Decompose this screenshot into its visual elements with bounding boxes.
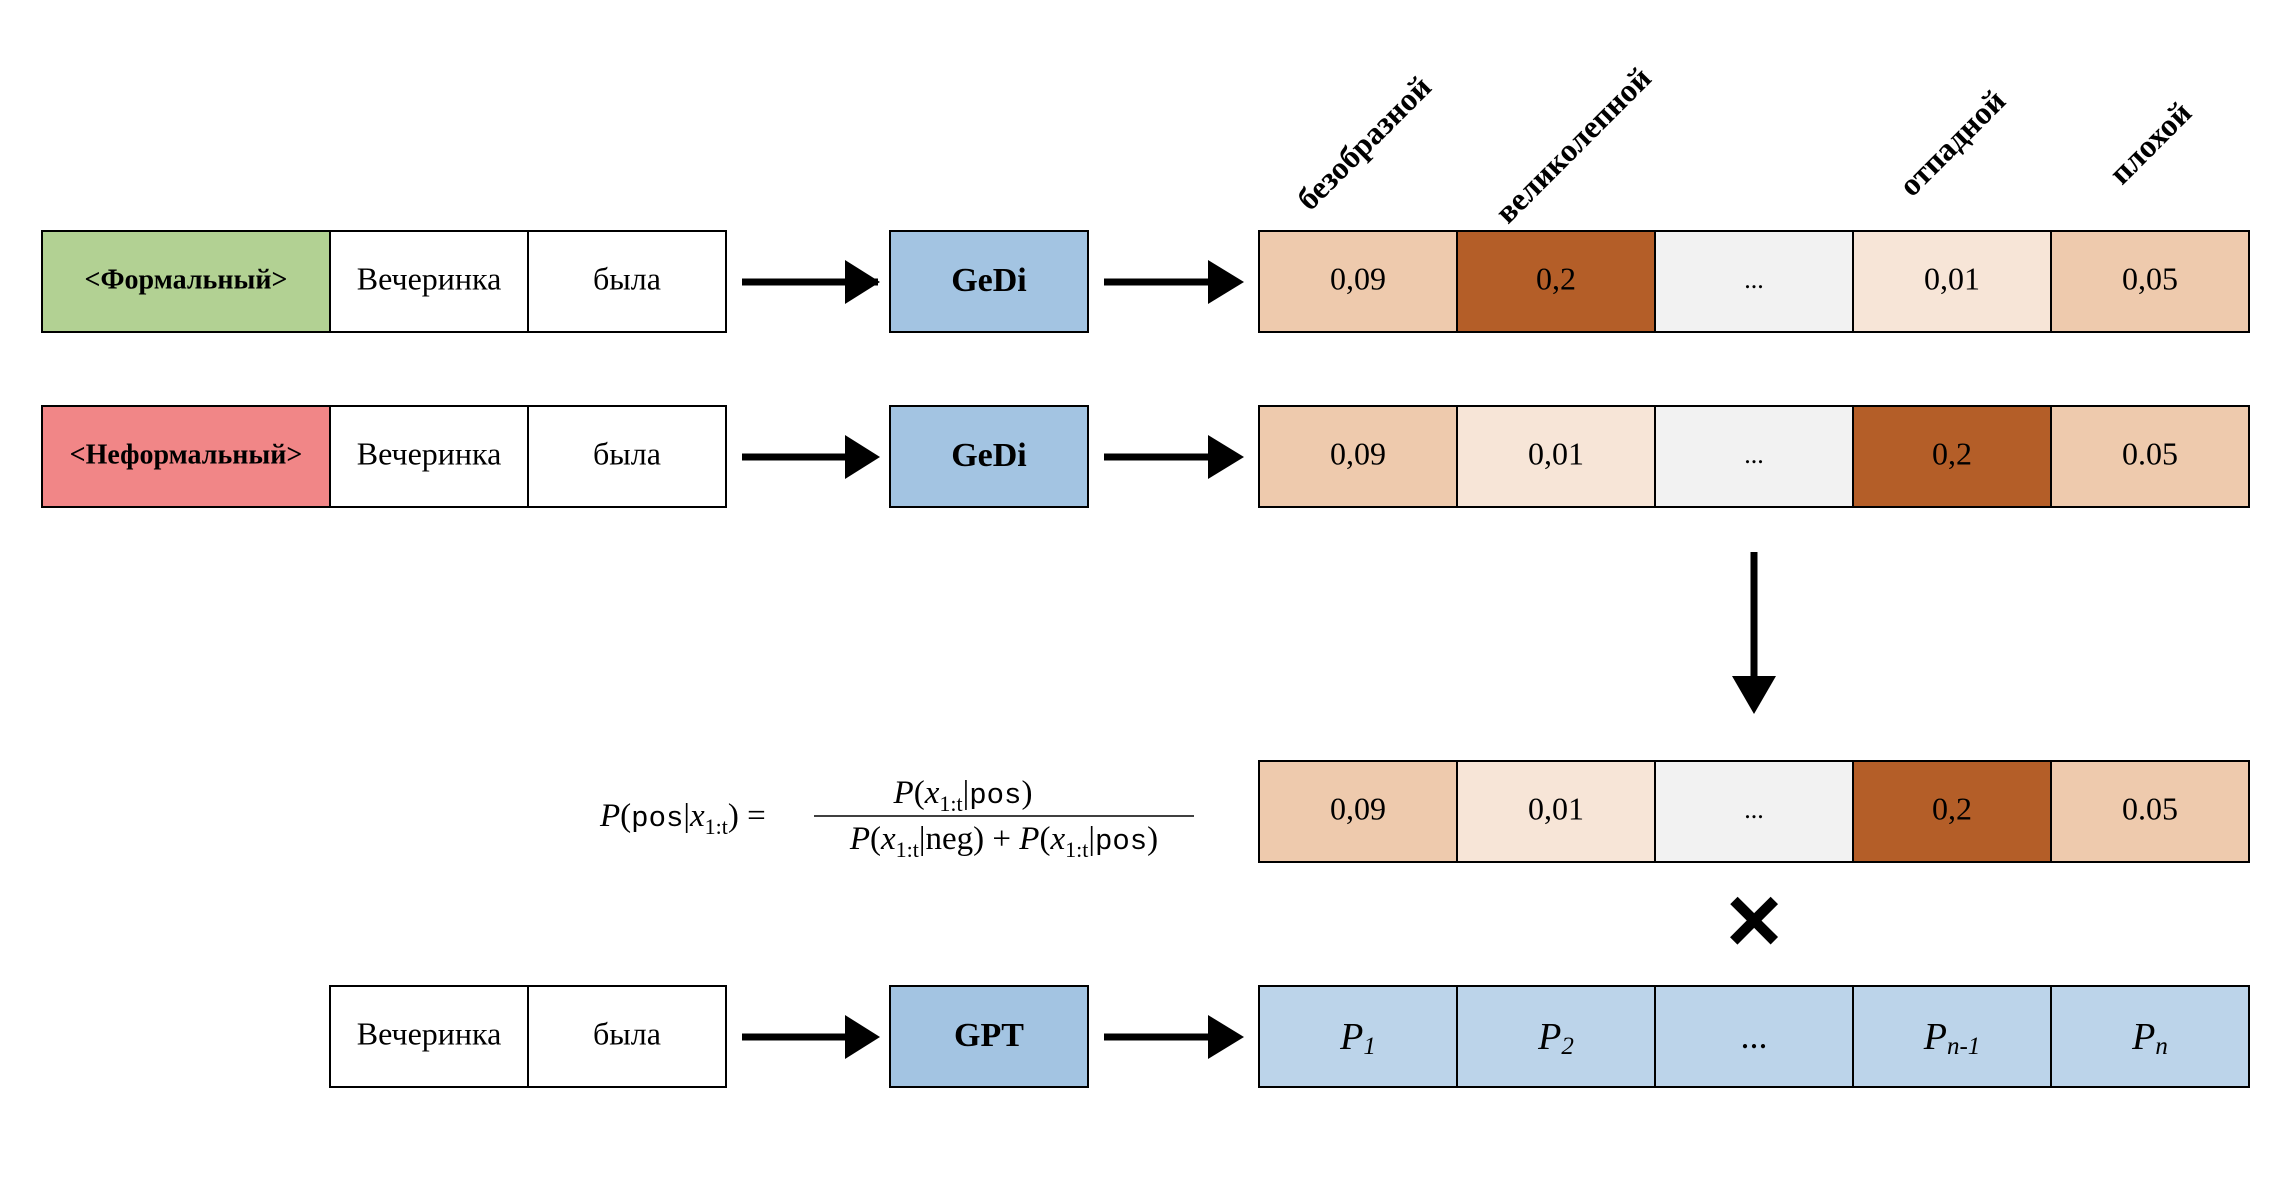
column-header-velikolepnoy: великолепной [1487, 60, 1657, 230]
informal-token-label: была [593, 435, 661, 471]
gedi-label: GeDi [951, 437, 1027, 474]
gpt-row: Вечеринка была GPT P1 P2 ... Pn-1 Pn [329, 985, 2250, 1088]
column-header-bezobraznoy: безобразной [1289, 68, 1437, 216]
formula-lhs: P(pos|x1:t) = [599, 798, 766, 839]
formula-den2-pos: pos [1095, 825, 1147, 858]
formula-num-x: x [924, 775, 940, 811]
prob-value: ... [1744, 795, 1764, 824]
gedi-box [889, 405, 1089, 508]
p-cell [1852, 985, 2052, 1088]
gpt-token-cell [329, 985, 529, 1088]
formula-lhs-x: x [689, 798, 705, 834]
p-cell [1258, 985, 1458, 1088]
informal-token-cell [527, 405, 727, 508]
p-value: Pn-1 [1923, 1016, 1981, 1060]
formal-tag-label: <Формальный> [85, 264, 288, 295]
formula-num-sub: 1:t [939, 791, 962, 816]
formula-den2-p: P [1018, 821, 1039, 857]
p-value: P2 [1537, 1016, 1574, 1060]
prob-cell [2050, 230, 2250, 333]
arrow-head [845, 260, 880, 304]
formal-token-cell [329, 230, 529, 333]
formula-numerator: P(x1:t|pos) [893, 775, 1033, 816]
arrow-head [845, 435, 880, 479]
prob-cell [2050, 760, 2250, 863]
p-cell [1456, 985, 1656, 1088]
column-header-otpadnoy: отпадной [1891, 82, 2012, 203]
gpt-box [889, 985, 1089, 1088]
prob-value: 0,2 [1932, 435, 1972, 471]
prob-cell [2050, 405, 2250, 508]
column-header-plokhoy: плохой [2101, 94, 2198, 191]
gpt-prob-cells: P1 P2 ... Pn-1 Pn [1258, 985, 2250, 1088]
prob-value: 0,09 [1330, 435, 1386, 471]
prob-value: 0,01 [1528, 790, 1584, 826]
prob-cell [1654, 760, 1854, 863]
gpt-label: GPT [954, 1017, 1024, 1054]
formula-denominator: P(x1:t|neg) + P(x1:t|pos) [849, 821, 1158, 862]
informal-prob-cells: 0,09 0,01 ... 0,2 0.05 [1258, 405, 2250, 508]
formal-token-cell [527, 230, 727, 333]
formula-num-pos: pos [969, 779, 1021, 812]
posterior-formula: P(pos|x1:t) = P(x1:t|pos) P(x1:t|neg) + … [599, 775, 1194, 862]
prob-cell [1456, 230, 1656, 333]
gedi-box [889, 230, 1089, 333]
arrow-head [1208, 1015, 1244, 1059]
prob-value: 0,2 [1536, 260, 1576, 296]
prob-cell [1258, 405, 1458, 508]
formula-den2-sub: 1:t [1065, 837, 1088, 862]
formula-den1-x: x [880, 821, 896, 857]
prob-value: 0,2 [1932, 790, 1972, 826]
formula-den1-neg: neg [926, 821, 974, 857]
formula-den2-x: x [1049, 821, 1065, 857]
p-value: Pn [2131, 1016, 2168, 1060]
prob-value: ... [1744, 265, 1764, 294]
prob-cell [1852, 230, 2052, 333]
prob-value: 0,01 [1924, 260, 1980, 296]
formula-den1-sub: 1:t [896, 837, 919, 862]
gpt-token-label: Вечеринка [357, 1015, 502, 1051]
informal-tag-cell [41, 405, 331, 508]
formal-row: <Формальный> Вечеринка была GeDi 0,09 0,… [41, 230, 2250, 333]
prob-value: 0.05 [2122, 790, 2178, 826]
prob-value: 0.05 [2122, 435, 2178, 471]
gpt-token-cell [527, 985, 727, 1088]
formal-token-label: Вечеринка [357, 260, 502, 296]
prob-value: 0,09 [1330, 260, 1386, 296]
informal-tag-label: <Неформальный> [70, 439, 303, 470]
informal-row: <Неформальный> Вечеринка была GeDi 0,09 … [41, 405, 2250, 508]
prob-value: ... [1744, 440, 1764, 469]
prob-value: 0,05 [2122, 260, 2178, 296]
arrow-head [845, 1015, 880, 1059]
down-arrow-head [1732, 676, 1776, 714]
posterior-prob-cells: 0,09 0,01 ... 0,2 0.05 [1258, 760, 2250, 863]
formal-token-label: была [593, 260, 661, 296]
multiply-icon: × [1726, 866, 1782, 973]
p-cell [2050, 985, 2250, 1088]
p-value: ... [1741, 1016, 1768, 1056]
arrow-head [1208, 435, 1244, 479]
prob-value: 0,09 [1330, 790, 1386, 826]
arrow-head [1208, 260, 1244, 304]
formula-lhs-pos: pos [631, 802, 683, 835]
formula-den1-p: P [849, 821, 870, 857]
informal-token-cell [329, 405, 529, 508]
gpt-token-label: была [593, 1015, 661, 1051]
column-headers: безобразной великолепной отпадной плохой [1289, 60, 2198, 230]
prob-cell [1654, 230, 1854, 333]
prob-value: 0,01 [1528, 435, 1584, 471]
formula-num-p: P [893, 775, 914, 811]
gedi-label: GeDi [951, 262, 1027, 299]
formal-tag-cell [41, 230, 331, 333]
formula-lhs-sub: 1:t [705, 814, 728, 839]
p-value: P1 [1339, 1016, 1376, 1060]
informal-token-label: Вечеринка [357, 435, 502, 471]
formal-prob-cells: 0,09 0,2 ... 0,01 0,05 [1258, 230, 2250, 333]
formula-lhs-p: P [599, 798, 620, 834]
